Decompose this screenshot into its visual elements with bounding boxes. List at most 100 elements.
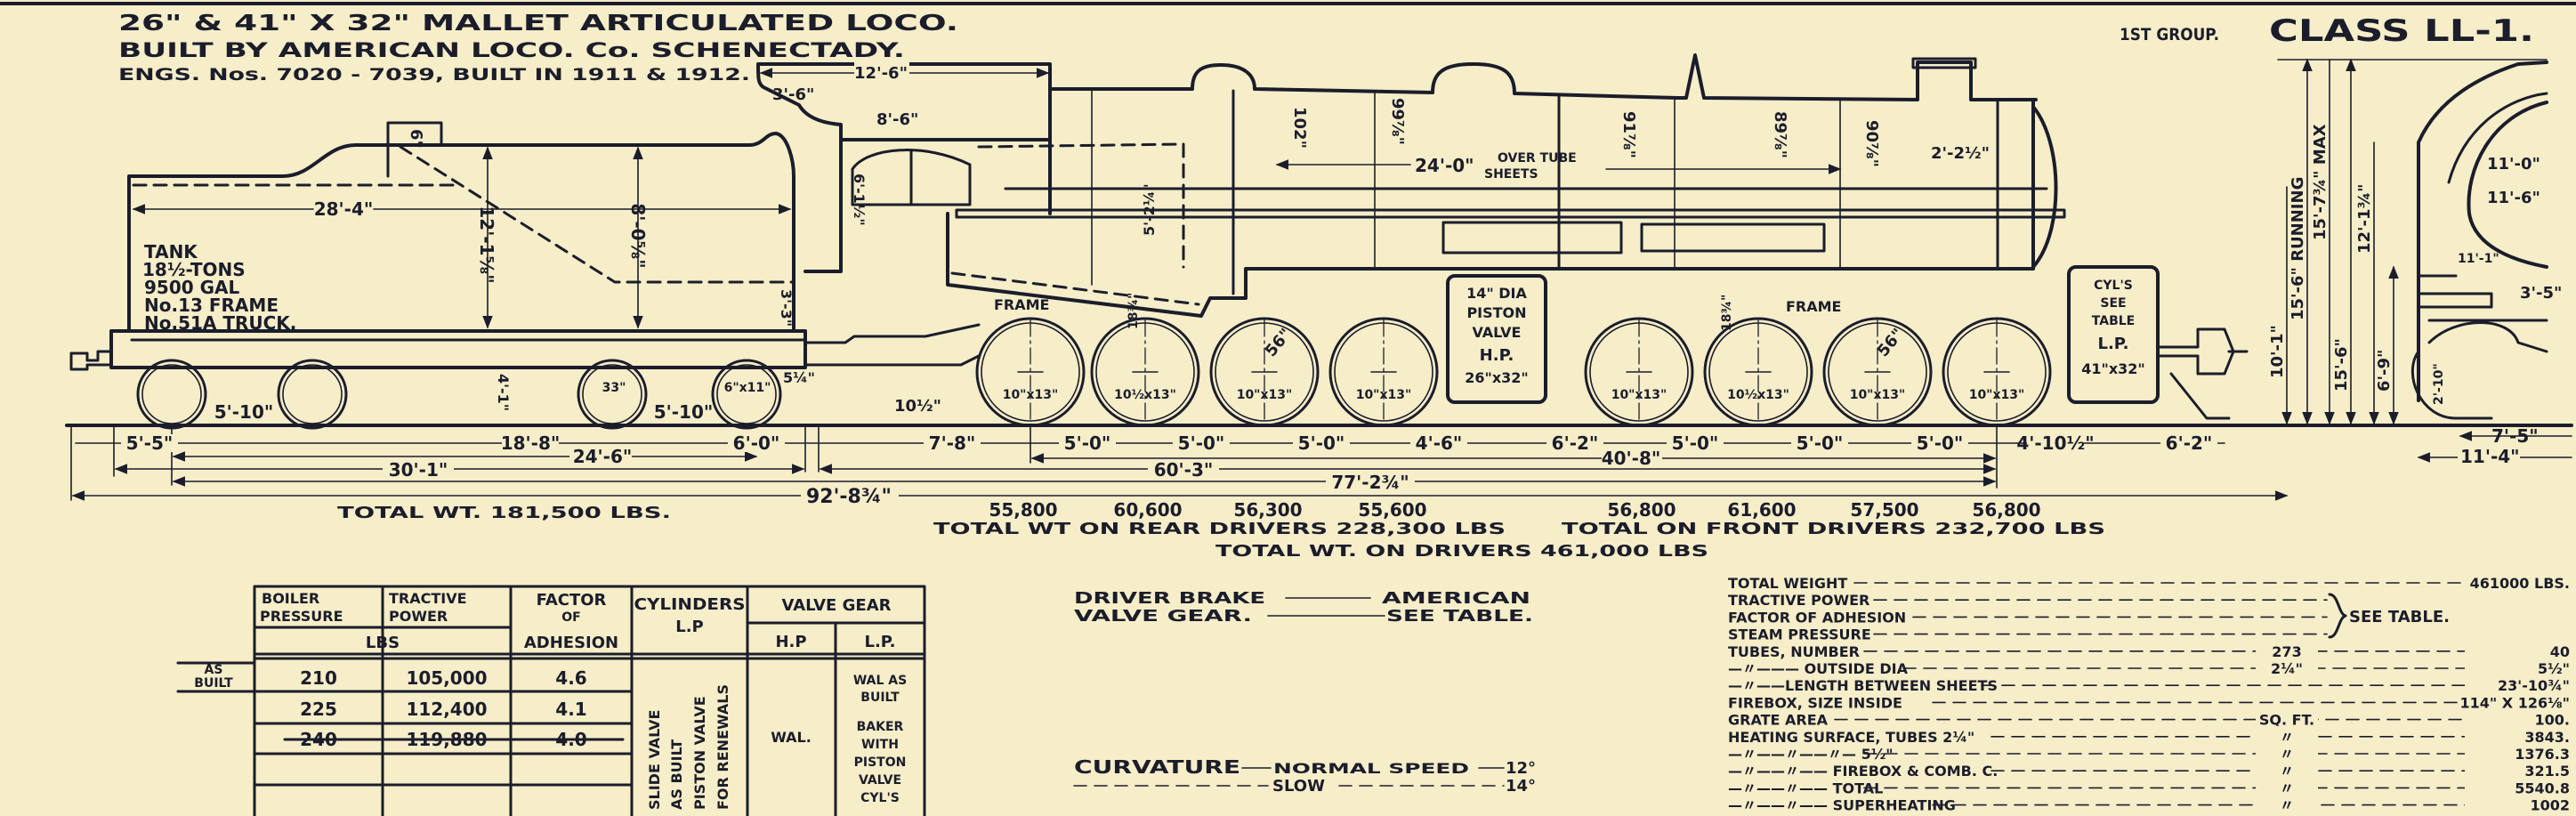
cab-width-dim: 8'-6"	[876, 110, 918, 129]
height-max-dim: 15'-7¾" MAX	[2311, 124, 2330, 240]
driving-wheel: 10"x13"	[1328, 317, 1439, 427]
title-block: 26" & 41" X 32" MALLET ARTICULATED LOCO.…	[118, 10, 2534, 85]
row-label: AS	[205, 663, 223, 677]
wheelbase-segment-dim: 18'-8"	[501, 432, 561, 454]
pilot-coupler	[2156, 327, 2249, 420]
tender: TANK 18½-TONS 9500 GAL No.13 FRAME No.51…	[69, 121, 815, 430]
wheelbase-segment-dim: 4'-10½"	[2016, 432, 2094, 454]
spec-value: 114" X 126⅛"	[2459, 694, 2570, 711]
table-header: POWER	[389, 608, 448, 625]
table-header: OF	[561, 610, 580, 625]
spec-value: 40	[2550, 643, 2570, 660]
journal-size: 10"x13"	[1356, 388, 1412, 402]
spec-value: 1002	[2530, 797, 2570, 814]
engine-wheelbase-dim: 60'-3"	[1154, 459, 1214, 481]
boiler-dia-dim: 89⅞"	[1771, 111, 1789, 158]
axle-weight: 56,800	[1972, 499, 2040, 521]
axle-weight: 56,300	[1233, 499, 1302, 521]
lp-cylinder: CYL'S SEE TABLE L.P. 41"x32"	[2067, 265, 2160, 404]
locomotive: 12'-6" 3'-6" 8'-6" 6'-1½" 102" 99⅞" 91⅞"…	[756, 53, 2249, 427]
hp-cylinder: 14" DIA PISTON VALVE H.P. 26"x32"	[1446, 274, 1547, 404]
journal-size: 10½x13"	[1114, 388, 1176, 402]
driver-brake-label: DRIVER BRAKE	[1074, 589, 1265, 608]
smokebox-front	[2031, 98, 2058, 271]
width-dim: 11'-0"	[2487, 155, 2540, 174]
table-header: TRACTIVE	[389, 590, 467, 607]
spec-mid-value: 273	[2272, 643, 2301, 660]
front-end-view: 15'-6" RUNNING 15'-7¾" MAX 10'-1" 15'-6"…	[2268, 58, 2572, 467]
tender-length-dim: 28'-4"	[314, 198, 374, 220]
axle-weight: 56,800	[1607, 499, 1676, 521]
table-header: L.P	[675, 618, 704, 636]
wheelbase-segment-dim: 5'-0"	[1672, 432, 1719, 454]
class-label: CLASS LL-1.	[2269, 13, 2534, 49]
spec-label: TOTAL WEIGHT	[1728, 575, 1847, 592]
table-header: VALVE GEAR	[782, 596, 892, 615]
title-line-3: ENGS. Nos. 7020 - 7039, BUILT IN 1911 & …	[118, 65, 750, 85]
boiler-dia-dim: 90⅞"	[1862, 120, 1881, 167]
spec-mid-value: SQ. FT.	[2259, 712, 2314, 729]
firebox-dashed	[950, 142, 1200, 306]
width-dim: 11'-6"	[2487, 189, 2540, 207]
front-drivers-total: TOTAL ON FRONT DRIVERS 232,700 LBS	[1562, 520, 2105, 538]
lp-valve-gear: WITH	[861, 738, 899, 752]
valve-gear-label: VALVE GEAR.	[1074, 607, 1252, 626]
smokebox-ext-dim: 2'-2½"	[1931, 144, 1990, 163]
cab-overhang-dim: 3'-6"	[772, 85, 814, 104]
tank-line: 9500 GAL	[144, 277, 240, 298]
tender-wheel	[577, 359, 648, 430]
axle-weight: 55,800	[989, 499, 1057, 521]
spec-value: 461000 LBS.	[2470, 575, 2570, 592]
tender-wheel-size: 33"	[602, 381, 626, 395]
cab-body	[803, 138, 1052, 273]
firebox-height-dim: 102"	[1290, 107, 1309, 149]
spec-value: 100.	[2535, 712, 2570, 729]
table-header: CYLINDERS	[634, 595, 746, 614]
see-table-note: SEE TABLE.	[2349, 608, 2450, 626]
wheelbase-segment-dim: 5'-0"	[1797, 432, 1844, 454]
coal-board-dim: 6"	[407, 129, 425, 149]
table-header: LBS	[366, 634, 400, 652]
lp-valve-gear: BAKER	[857, 720, 904, 734]
cab-window	[851, 149, 972, 206]
spec-row: —〃——〃——〃— 5½"〃1376.3	[1728, 743, 2573, 763]
curvature-label: CURVATURE	[1074, 756, 1240, 778]
air-reservoir	[1441, 221, 1623, 254]
lp-valve-gear: CYL'S	[860, 791, 900, 805]
tender-tank-outline	[127, 132, 795, 333]
spec-row: —〃——〃—— SUPERHEATING〃1002	[1728, 794, 2573, 814]
spec-row: —〃——〃—— TOTAL〃5540.8	[1728, 777, 2573, 796]
hp-cyl-text: VALVE	[1473, 324, 1522, 341]
driving-wheel: 10½x13"	[1703, 317, 1813, 427]
factor-of-adhesion: 4.1	[555, 699, 586, 720]
drawbar-dim: 5¼"	[783, 369, 815, 386]
tender-wheel-spacing: 5'-10"	[214, 401, 274, 423]
valve-gear-value: SEE TABLE.	[1386, 607, 1533, 626]
journal-size: 10½x13"	[1727, 388, 1789, 402]
group-label: 1ST GROUP.	[2120, 25, 2219, 44]
driving-wheel: 10"x13"	[1209, 317, 1320, 427]
spec-label: —〃——〃—— FIREBOX & COMB. C.	[1728, 763, 1998, 780]
lp-cyl-text: TABLE	[2092, 314, 2135, 328]
table-header: L.P.	[864, 633, 895, 651]
boiler-outline	[1048, 53, 2038, 101]
height-dim: 15'-6"	[2332, 338, 2351, 392]
performance-table: BOILER PRESSURE TRACTIVE POWER LBS FACTO…	[176, 585, 926, 816]
title-line-1: 26" & 41" X 32" MALLET ARTICULATED LOCO.	[118, 10, 958, 36]
wheelbase-segment-dim: 6'-0"	[733, 432, 780, 454]
lp-valve-gear: VALVE	[859, 773, 901, 788]
tender-frame	[109, 329, 807, 369]
hp-cyl-text: 14" DIA	[1466, 285, 1527, 302]
tender-gap-dim: 10½"	[894, 397, 941, 416]
height-running-dim: 15'-6" RUNNING	[2289, 177, 2307, 320]
overall-length-dim: 92'-8¾"	[806, 486, 892, 508]
spec-mid-value: 〃	[2280, 763, 2294, 780]
wheelbase-segment-dim: 6'-2"	[2166, 432, 2213, 454]
tank-line: TANK	[144, 241, 198, 263]
rear-drivers-total: TOTAL WT ON REAR DRIVERS 228,300 LBS	[933, 520, 1506, 538]
boiler-dia-dim: 91⅞"	[1619, 111, 1638, 158]
driving-wheel: 10"x13"	[1584, 317, 1694, 427]
driving-wheel: 10"x13"	[975, 317, 1086, 427]
